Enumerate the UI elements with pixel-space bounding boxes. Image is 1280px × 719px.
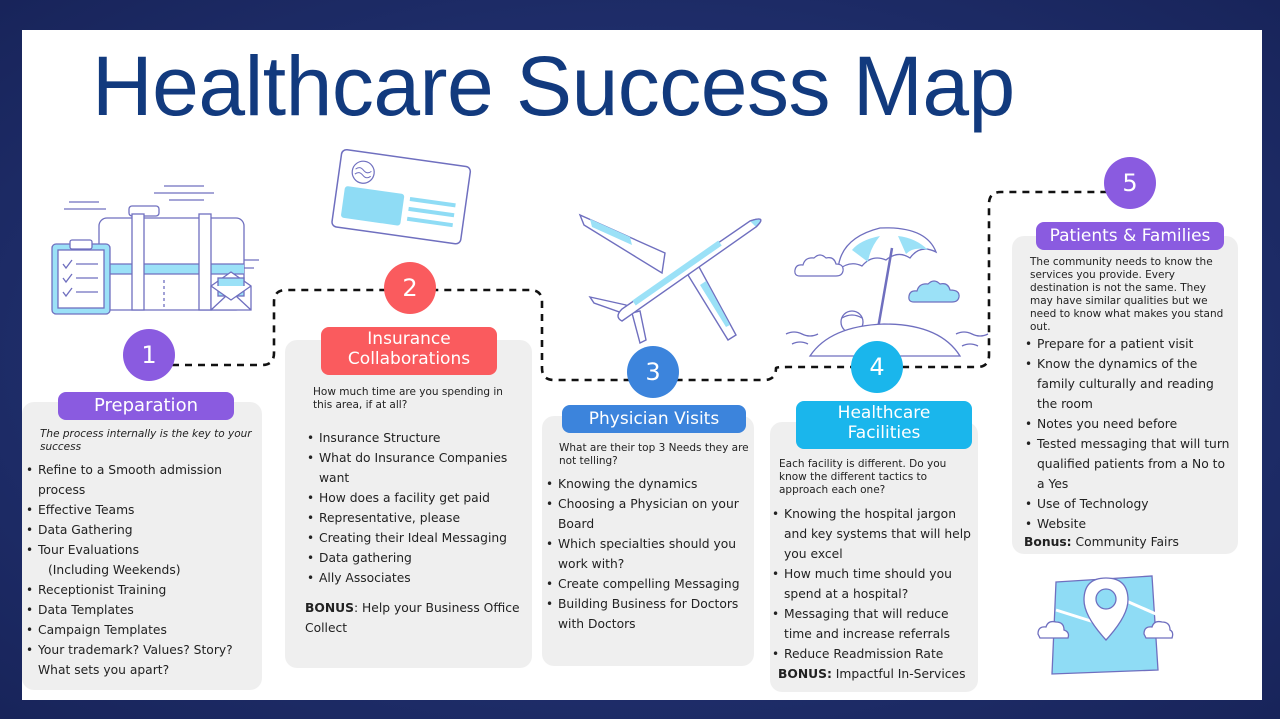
cloud-icon (794, 254, 844, 277)
list-item: Campaign Templates (24, 620, 256, 640)
clipboard-icon (51, 239, 111, 315)
list-item: Your trademark? Values? Story? What sets… (24, 640, 256, 680)
step-list: Prepare for a patient visit Know the dyn… (1023, 334, 1233, 534)
step-list: Knowing the dynamics Choosing a Physicia… (544, 474, 749, 634)
id-card-icon (331, 148, 472, 245)
list-item: Ally Associates (305, 568, 520, 588)
beach-umbrella-icon (785, 227, 989, 357)
step-heading-physician: Physician Visits (562, 405, 746, 433)
step-number-2: 2 (384, 262, 436, 314)
list-item: Insurance Structure (305, 428, 520, 448)
step-card-insurance: How much time are you spending in this a… (285, 340, 532, 668)
list-item: Refine to a Smooth admission process (24, 460, 256, 500)
bonus-note: BONUS: Impactful In-Services (778, 667, 966, 681)
step-heading-insurance: Insurance Collaborations (321, 327, 497, 375)
list-item: What do Insurance Companies want (305, 448, 520, 488)
step-number-1: 1 (123, 329, 175, 381)
step-intro: Each facility is different. Do you know … (779, 458, 947, 496)
page-title: Healthcare Success Map (92, 39, 1015, 133)
list-item: Reduce Readmission Rate (770, 644, 975, 664)
step-list: Insurance Structure What do Insurance Co… (305, 428, 520, 588)
envelope-icon (210, 271, 252, 311)
step-list: Knowing the hospital jargon and key syst… (770, 504, 975, 664)
list-item: Use of Technology (1023, 494, 1233, 514)
step-heading-preparation: Preparation (58, 392, 234, 420)
step-heading-facilities: Healthcare Facilities (796, 401, 972, 449)
step-intro: How much time are you spending in this a… (313, 386, 503, 411)
list-item: Building Business for Doctors with Docto… (544, 594, 749, 634)
step-intro: The community needs to know the services… (1030, 256, 1224, 333)
list-item: Notes you need before (1023, 414, 1233, 434)
list-item: Representative, please (305, 508, 520, 528)
step-number-5: 5 (1104, 157, 1156, 209)
step-intro: The process internally is the key to you… (40, 428, 252, 453)
bonus-note: BONUS: Help your Business Office Collect (305, 601, 520, 635)
list-item: Tested messaging that will turn qualifie… (1023, 434, 1233, 494)
list-item: Creating their Ideal Messaging (305, 528, 520, 548)
list-item: Prepare for a patient visit (1023, 334, 1233, 354)
step-card-patients: The community needs to know the services… (1012, 236, 1238, 554)
list-item: Knowing the dynamics (544, 474, 749, 494)
step-intro: What are their top 3 Needs they are not … (559, 442, 749, 467)
list-item: Which specialties should you work with? (544, 534, 749, 574)
list-item: Receptionist Training (24, 580, 256, 600)
list-item: Know the dynamics of the family cultural… (1023, 354, 1233, 414)
list-item: Choosing a Physician on your Board (544, 494, 749, 534)
step-heading-patients: Patients & Families (1036, 222, 1224, 250)
step-card-facilities: Each facility is different. Do you know … (770, 422, 978, 692)
list-item: How does a facility get paid (305, 488, 520, 508)
list-item: Knowing the hospital jargon and key syst… (770, 504, 975, 564)
list-item: Data Gathering (24, 520, 256, 540)
list-item: Create compelling Messaging (544, 574, 749, 594)
step-card-preparation: The process internally is the key to you… (22, 402, 262, 690)
list-item: Website (1023, 514, 1233, 534)
bonus-note: Bonus: Community Fairs (1024, 535, 1179, 549)
slide: Healthcare Success Map (22, 30, 1262, 700)
list-item: Data gathering (305, 548, 520, 568)
list-item: How much time should you spend at a hosp… (770, 564, 975, 604)
step-card-physician: What are their top 3 Needs they are not … (542, 416, 754, 666)
list-item: Effective Teams (24, 500, 256, 520)
map-pin-icon (1037, 575, 1174, 675)
cloud-icon (908, 280, 960, 303)
list-item: Messaging that will reduce time and incr… (770, 604, 975, 644)
step-number-4: 4 (851, 341, 903, 393)
step-list: Refine to a Smooth admission process Eff… (24, 460, 256, 680)
step-number-3: 3 (627, 346, 679, 398)
list-item: Tour Evaluations(Including Weekends) (24, 540, 256, 580)
list-item: Data Templates (24, 600, 256, 620)
suitcase-icon (64, 185, 259, 311)
airplane-icon (578, 213, 762, 345)
